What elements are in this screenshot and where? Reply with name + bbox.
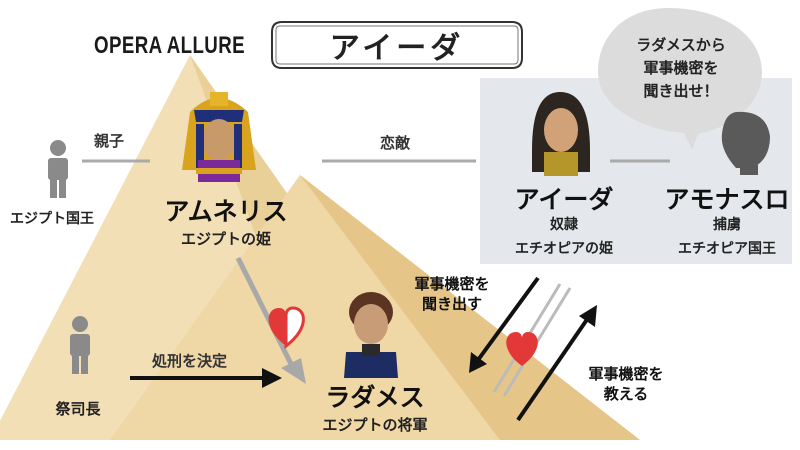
name-amonasro: アモナスロ (664, 185, 790, 214)
radames-portrait-icon (344, 292, 398, 378)
bubble-line-1: ラダメスから (636, 36, 726, 54)
page-title: アイーダ (329, 31, 465, 66)
arrow-amneris-radames-head (281, 358, 306, 384)
role-aida-2: エチオピアの姫 (515, 241, 613, 257)
label-teach-line-1: 軍事機密を (588, 365, 664, 383)
bubble-line-2: 軍事機密を (643, 59, 719, 77)
label-parent: 親子 (94, 132, 125, 150)
arrow-amneris-radames (235, 256, 297, 372)
heart-half-amneris (268, 306, 305, 350)
arrow-teach-head (579, 305, 597, 327)
title-frame (271, 21, 523, 69)
brand-logo: OPERA ALLURE (94, 32, 245, 59)
label-extract: 軍事機密を 聞き出す (414, 274, 489, 314)
role-aida-1: 奴隷 (550, 217, 578, 233)
person-icon-king (48, 140, 68, 198)
label-extract-line-1: 軍事機密を (414, 275, 490, 293)
label-rival: 恋敵 (380, 134, 411, 152)
arrow-extract-head (469, 352, 487, 373)
role-amonasro-2: エチオピア国王 (678, 241, 776, 257)
bubble-line-3: 聞き出せ！ (643, 82, 719, 100)
label-extract-line-2: 聞き出す (421, 295, 483, 313)
label-priest: 祭司長 (55, 400, 101, 418)
arrow-extract (476, 276, 540, 362)
name-radames: ラダメス (325, 383, 425, 412)
speech-bubble (598, 8, 762, 150)
aida-portrait-icon (532, 92, 590, 176)
amneris-portrait-icon (182, 92, 256, 182)
amonasro-silhouette-icon (721, 111, 770, 175)
arrow-teach (516, 316, 590, 422)
name-aida: アイーダ (514, 185, 614, 214)
person-icon-priest (70, 316, 90, 374)
arrow-execution-head (262, 368, 282, 388)
role-radames: エジプトの将軍 (322, 416, 428, 434)
bubble-text: ラダメスから 軍事機密を 聞き出せ！ (636, 34, 726, 103)
label-execution: 処刑を決定 (152, 352, 228, 370)
heart-aida-radames (506, 332, 538, 366)
label-king: エジプト国王 (10, 211, 94, 227)
role-amneris: エジプトの姫 (180, 230, 272, 248)
title-box: アイーダ (268, 18, 526, 72)
name-amneris: アムネリス (164, 197, 288, 226)
label-teach: 軍事機密を 教える (588, 364, 663, 404)
pyramid-right-shade (300, 175, 640, 440)
label-teach-line-2: 教える (603, 385, 649, 403)
role-amonasro-1: 捕虜 (713, 217, 741, 233)
